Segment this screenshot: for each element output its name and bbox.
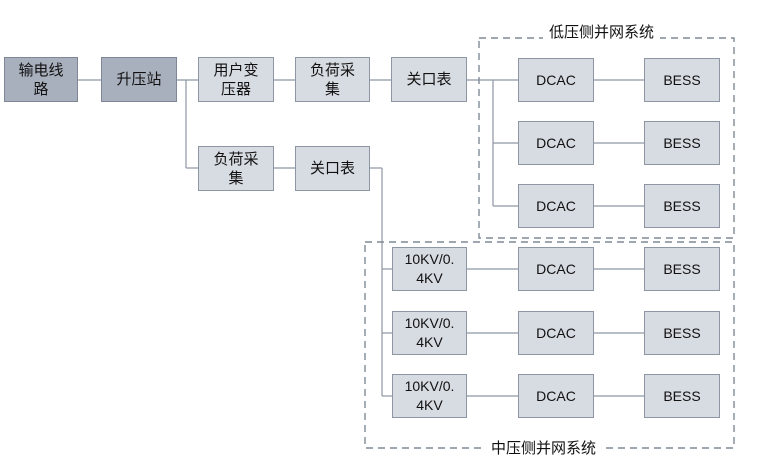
lv-dcac-box-3: DCAC xyxy=(518,184,594,228)
mv-bess-box-1: BESS xyxy=(644,247,720,291)
booster-station-box: 升压站 xyxy=(101,57,177,102)
transmission-line-box: 输电线 路 xyxy=(4,57,78,102)
lv-bess-box-3: BESS xyxy=(644,184,720,228)
lv-bess-box-1: BESS xyxy=(644,58,720,102)
load-collection-box-1: 负荷采 集 xyxy=(295,57,370,102)
mv-transformer-box-2: 10KV/0. 4KV xyxy=(392,311,467,355)
mv-dcac-box-1: DCAC xyxy=(518,247,594,291)
mid-voltage-group-label: 中压侧并网系统 xyxy=(485,439,603,457)
low-voltage-group-border xyxy=(478,37,735,239)
gateway-meter-box-2: 关口表 xyxy=(295,146,370,191)
mv-dcac-box-3: DCAC xyxy=(518,374,594,418)
lv-dcac-box-1: DCAC xyxy=(518,58,594,102)
mv-dcac-box-2: DCAC xyxy=(518,311,594,355)
mv-transformer-box-1: 10KV/0. 4KV xyxy=(392,247,467,291)
low-voltage-group-label: 低压侧并网系统 xyxy=(543,23,661,41)
user-transformer-box: 用户变 压器 xyxy=(198,57,274,102)
mv-transformer-box-3: 10KV/0. 4KV xyxy=(392,374,467,418)
mv-bess-box-3: BESS xyxy=(644,374,720,418)
gateway-meter-box-1: 关口表 xyxy=(391,57,467,102)
load-collection-box-2: 负荷采 集 xyxy=(198,146,274,191)
lv-dcac-box-2: DCAC xyxy=(518,121,594,165)
lv-bess-box-2: BESS xyxy=(644,121,720,165)
mv-bess-box-2: BESS xyxy=(644,311,720,355)
